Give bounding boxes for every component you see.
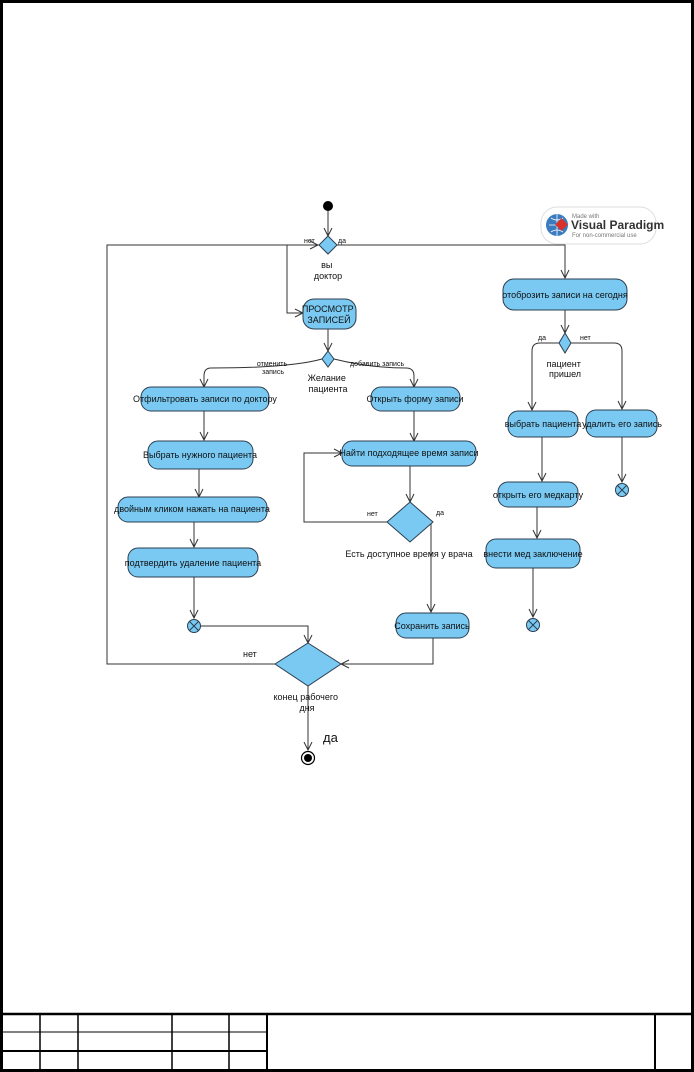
title-block [1,1012,693,1071]
watermark-brand: Visual Paradigm [571,218,664,232]
activity-select-patient [507,410,579,438]
edge-label-time-no: нет [367,511,379,518]
activity-save-record-label: Сохранить запись [394,621,470,631]
activity-open-card-label: открыть его медкарту [493,490,584,500]
decision-available-time-label: Есть доступное время у врача [345,549,472,559]
activity-show-today [502,278,628,311]
activity-filter-by-doctor [140,386,270,412]
edge-label-came-yes: да [538,335,546,342]
end-node [300,750,316,766]
activity-confirm-delete [127,547,259,578]
decision-end-of-day-label: конец рабочего дня [274,692,341,713]
edge-label-add-record: добавить запись [350,360,404,368]
edge-label-end-yes: да [323,730,339,745]
activity-select-patient-label: выбрать пациента [505,419,582,429]
edge-label-cancel: отменить запись [257,361,289,376]
flow-final-left [187,619,201,633]
flow-final-conclusion [526,618,540,632]
edge-label-doctor-yes: да [338,238,346,245]
activity-confirm-delete-label: подтвердить удаление пациента [125,558,261,568]
decision-patient-came [558,332,572,354]
decision-wish-label: Желание пациента [308,373,349,394]
start-node [323,201,333,211]
activity-save-record [395,612,470,639]
edge-label-came-no: нет [580,335,592,342]
flow-final-delete [615,483,629,497]
decision-wish [321,350,335,368]
activity-double-click-label: двойным кликом нажать на пациента [114,504,270,514]
edge-label-end-no: нет [243,649,257,659]
edge-label-time-yes: да [436,510,444,517]
activity-show-today-label: отоброзить записи на сегодня [502,290,628,300]
activity-delete-record-label: удалить его запись [582,419,662,429]
decision-doctor [318,235,338,255]
activity-add-conclusion-label: внести мед заключение [483,549,582,559]
decision-doctor-label: вы доктор [314,260,342,281]
decision-end-of-day [274,642,342,687]
activity-double-click [117,496,268,523]
activity-open-form-label: Открыть форму записи [366,394,463,404]
flow-edges [106,211,622,750]
activity-view-records [302,298,357,330]
activity-add-conclusion [485,538,581,569]
watermark-note: For non-commercial use [572,233,637,239]
edge-label-doctor-no: нет [304,238,316,245]
decision-patient-came-label: пациент пришел [547,359,584,379]
decision-available-time [386,501,434,543]
visual-paradigm-watermark: Made with Visual Paradigm For non-commer… [540,206,664,245]
activity-find-time-label: Найти подходящее время записи [339,448,478,458]
activity-choose-patient [147,440,254,470]
activity-find-time [341,440,477,467]
activity-open-form [370,386,461,412]
activity-choose-patient-label: Выбрать нужного пациента [143,450,257,460]
activity-filter-by-doctor-label: Отфильтровать записи по доктору [133,394,277,404]
activity-delete-record [585,409,658,438]
activity-view-records-label: ПРОСМОТР ЗАПИСЕЙ [302,304,356,325]
activity-open-card [497,481,579,508]
watermark-made-with: Made with [572,214,599,220]
